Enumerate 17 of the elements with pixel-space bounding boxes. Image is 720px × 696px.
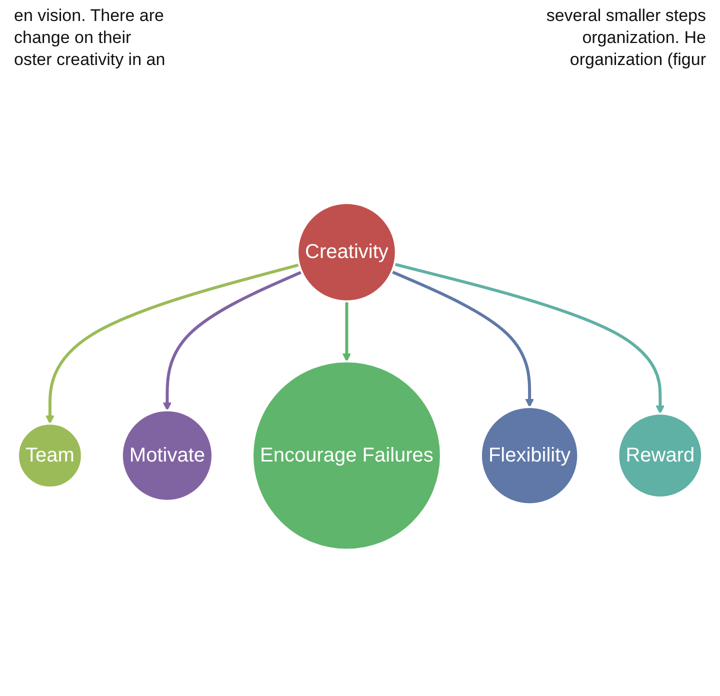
- node-circle: Motivate: [120, 408, 214, 502]
- arrow: [162, 270, 302, 410]
- node-circle: Flexibility: [480, 406, 580, 505]
- body-text-fragment: several smaller steps: [545, 6, 706, 26]
- body-text-fragment: oster creativity in an: [14, 50, 166, 70]
- arrow: [394, 262, 664, 414]
- node-circle: Reward: [617, 412, 704, 498]
- body-text-fragment: organization. He: [581, 28, 706, 48]
- arrow: [46, 263, 300, 424]
- body-text-fragment: en vision. There are: [14, 6, 165, 26]
- node-circle: Encourage Failures: [251, 360, 442, 550]
- body-text-fragment: organization (figur: [568, 50, 706, 70]
- node-circle: Team: [16, 422, 83, 488]
- arrow: [342, 300, 352, 362]
- node-circle: Creativity: [296, 202, 397, 302]
- arrow: [391, 270, 534, 407]
- body-text-fragment: change on their: [14, 28, 132, 48]
